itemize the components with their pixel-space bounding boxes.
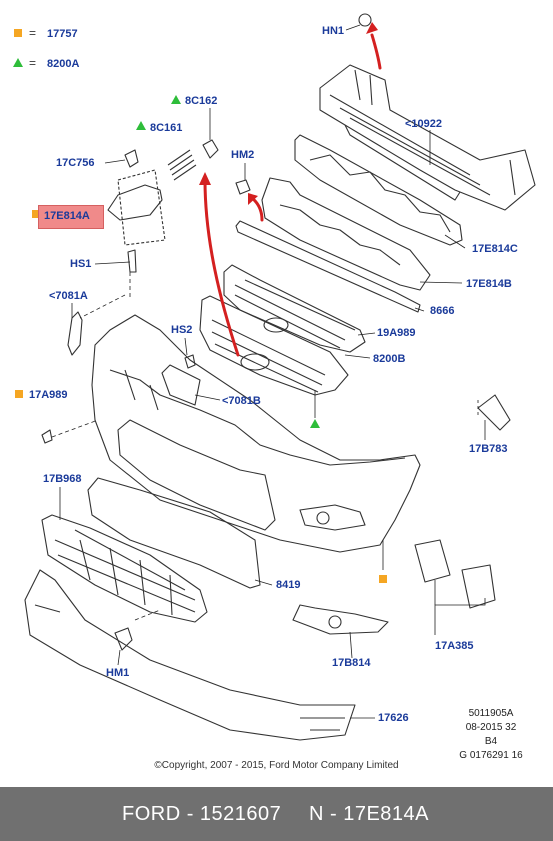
clip-8c162 — [202, 139, 219, 159]
label-17c756[interactable]: 17C756 — [56, 157, 95, 169]
label-hs2[interactable]: HS2 — [171, 324, 193, 336]
red-arrow-main — [203, 178, 240, 357]
label-8c161[interactable]: 8C161 — [150, 122, 183, 134]
clip-17c756 — [124, 149, 139, 168]
legend-orange-square-icon — [14, 29, 22, 37]
label-17a385[interactable]: 17A385 — [435, 640, 474, 652]
lower-spoiler-17626 — [24, 569, 356, 741]
label-17e814b[interactable]: 17E814B — [466, 278, 512, 290]
legend-label-2: 8200A — [47, 58, 80, 70]
licence-plate-bracket-right — [461, 564, 496, 609]
highlight-box — [38, 205, 104, 229]
orange-square-marker-2 — [15, 390, 23, 398]
bumper-exploded-diagram — [15, 13, 536, 741]
label-hm2[interactable]: HM2 — [231, 149, 255, 161]
label-17b783[interactable]: 17B783 — [469, 443, 508, 455]
label-17e814a[interactable]: 17E814A — [44, 210, 90, 222]
bolt-hs2 — [184, 354, 196, 369]
label-17e814c[interactable]: 17E814C — [472, 243, 518, 255]
legend-equals-2: = — [29, 56, 37, 70]
energy-absorber-lower — [261, 177, 431, 291]
nut-hn1 — [358, 13, 372, 27]
footer-bar: FORD - 1521607 N - 17E814A — [0, 787, 553, 841]
screw-hm2 — [235, 179, 251, 195]
cap-17a989 — [41, 429, 53, 444]
bolt-hs1 — [127, 249, 137, 273]
info-line-2: 08-2015 32 — [465, 722, 517, 733]
screw-hm1 — [114, 627, 133, 651]
footer-part-number: FORD - 1521607 — [122, 803, 282, 825]
label-8c162[interactable]: 8C162 — [185, 95, 218, 107]
label-17a989[interactable]: 17A989 — [29, 389, 68, 401]
label-17b814[interactable]: 17B814 — [332, 657, 371, 669]
label-10922[interactable]: <10922 — [405, 118, 443, 130]
orange-square-17e814a — [32, 210, 40, 218]
green-triangle-8c161 — [136, 121, 146, 130]
bumper-cover — [91, 314, 421, 553]
label-17626[interactable]: 17626 — [378, 712, 409, 724]
info-line-3: B4 — [484, 736, 498, 747]
label-17b968[interactable]: 17B968 — [43, 473, 82, 485]
energy-absorber-upper — [294, 134, 463, 246]
legend-equals: = — [29, 26, 37, 40]
label-19a989[interactable]: 19A989 — [377, 327, 416, 339]
label-8666[interactable]: 8666 — [430, 305, 455, 317]
footer-ref-number: N - 17E814A — [309, 803, 430, 825]
spring-8c161 — [167, 149, 197, 181]
green-triangle-marker — [310, 419, 320, 428]
bracket-17e814a — [107, 184, 163, 221]
moulding-8419 — [87, 477, 261, 589]
info-line-4: G 0176291 16 — [459, 750, 523, 761]
lower-grille-17b968 — [41, 514, 208, 623]
lower-upper-grille — [199, 295, 349, 396]
bracket-7081b — [161, 364, 201, 406]
info-block: 5011905A 08-2015 32 B4 G 0176291 16 — [451, 708, 531, 761]
red-arrow-hn1 — [370, 33, 382, 70]
licence-plate-bracket-left — [414, 539, 451, 583]
label-7081b[interactable]: <7081B — [222, 395, 261, 407]
label-8200b[interactable]: 8200B — [373, 353, 406, 365]
info-line-1: 5011905A — [468, 708, 514, 719]
bracket-17b783 — [477, 394, 511, 431]
label-hs1[interactable]: HS1 — [70, 258, 92, 270]
green-triangle-8c162 — [171, 95, 181, 104]
label-hn1[interactable]: HN1 — [322, 25, 345, 37]
upper-grille-strip — [235, 220, 421, 313]
label-hm1[interactable]: HM1 — [106, 667, 130, 679]
bumper-reinforcement-beam — [319, 64, 536, 211]
upper-grille — [223, 264, 366, 353]
label-8419[interactable]: 8419 — [276, 579, 301, 591]
legend-green-triangle-icon — [13, 58, 23, 67]
legend-label-1: 17757 — [47, 28, 78, 40]
orange-square-marker — [379, 575, 387, 583]
label-7081a[interactable]: <7081A — [49, 290, 88, 302]
copyright-text: ©Copyright, 2007 - 2015, Ford Motor Comp… — [154, 760, 399, 771]
red-arrow-hm2 — [250, 196, 264, 222]
fog-lamp-bezel — [292, 604, 389, 635]
side-bracket-left — [67, 311, 83, 356]
